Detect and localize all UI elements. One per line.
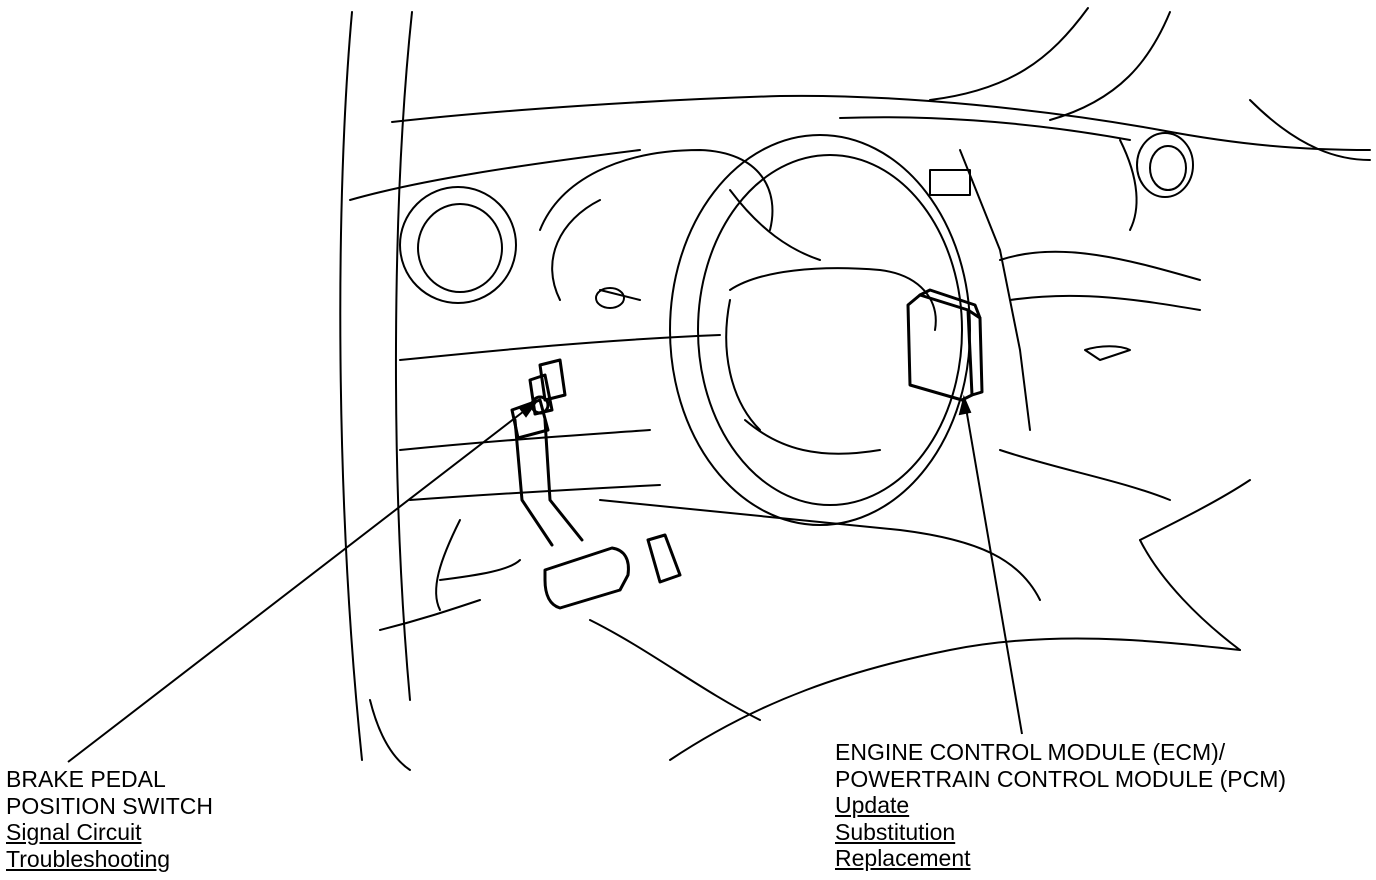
link-substitution[interactable]: Substitution	[835, 818, 956, 845]
link-replacement[interactable]: Replacement	[835, 845, 971, 871]
ecm-pcm-module	[906, 288, 984, 402]
callout-ecm-pcm: ENGINE CONTROL MODULE (ECM)/ POWERTRAIN …	[835, 739, 1286, 872]
brake-pedal	[513, 418, 682, 610]
dashboard-top	[349, 94, 1371, 201]
link-troubleshooting[interactable]: Troubleshooting	[6, 845, 171, 872]
link-signal-circuit[interactable]: Signal Circuit	[6, 819, 142, 845]
instrument-cluster	[539, 149, 774, 309]
leader-line-ecm	[958, 394, 1023, 735]
right-air-vent	[1119, 132, 1194, 231]
callout-title-line: POWERTRAIN CONTROL MODULE (PCM)	[835, 765, 1287, 792]
center-console	[929, 149, 1201, 431]
a-pillar	[339, 11, 413, 771]
callout-title-line: BRAKE PEDAL	[6, 766, 166, 792]
left-air-vent	[399, 186, 517, 304]
steering-wheel	[669, 134, 971, 526]
floor-area	[589, 449, 1251, 761]
callout-brake-pedal-position-switch: BRAKE PEDAL POSITION SWITCH Signal Circu…	[6, 766, 213, 872]
brake-pedal-position-switch	[510, 358, 567, 440]
leader-line-brake-switch	[67, 399, 539, 763]
link-update[interactable]: Update	[835, 792, 910, 818]
callout-title-line: ENGINE CONTROL MODULE (ECM)/	[835, 739, 1226, 765]
lower-dashboard	[379, 334, 721, 631]
callout-title-line: POSITION SWITCH	[6, 792, 213, 819]
